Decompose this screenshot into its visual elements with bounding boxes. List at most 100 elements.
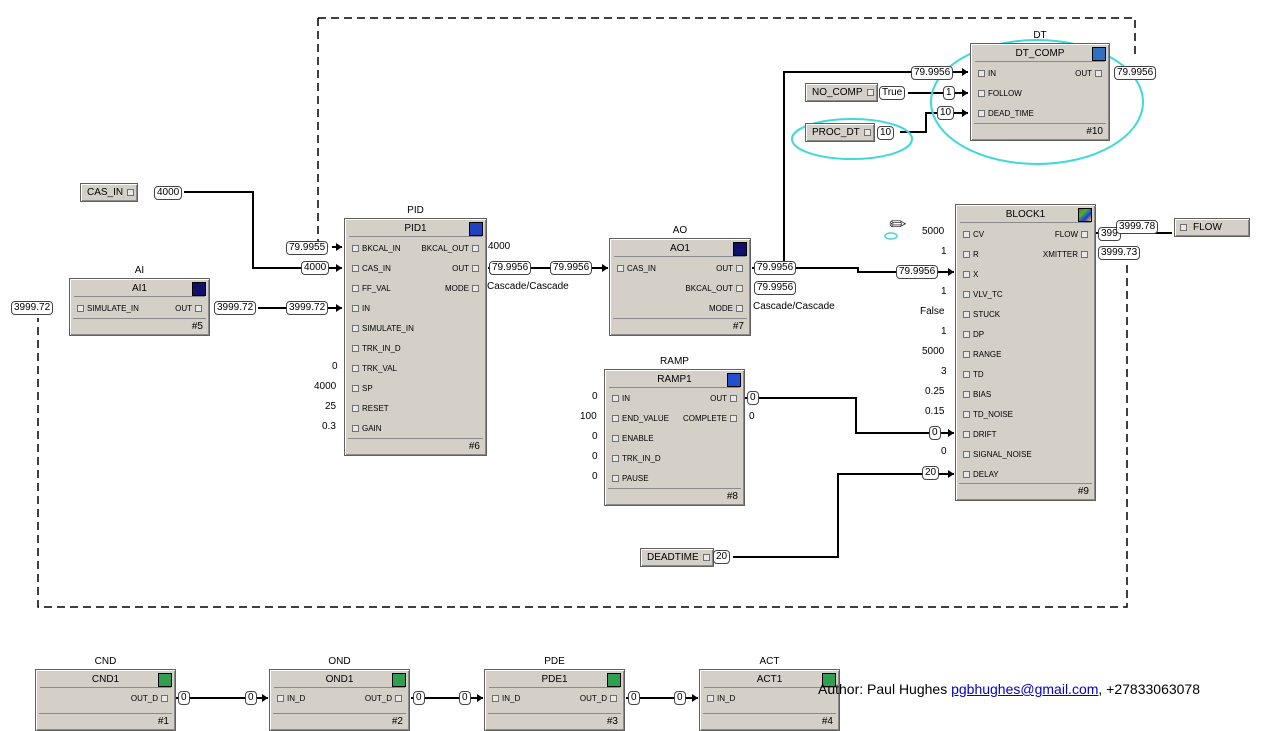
pin-dp[interactable]: DP: [960, 330, 984, 340]
pin-enable[interactable]: ENABLE: [609, 434, 654, 444]
pin-trk-in-d[interactable]: TRK_IN_D: [349, 344, 401, 354]
value-pid-in[interactable]: 3999.72: [286, 301, 329, 315]
block-block1[interactable]: BLOCK1 CV R X VLV_TC STUCK DP RANGE TD B…: [955, 204, 1096, 501]
pin-complete[interactable]: COMPLETE: [683, 414, 740, 424]
pin-stuck[interactable]: STUCK: [960, 310, 1000, 320]
value-pid-cas-in[interactable]: 4000: [301, 261, 330, 275]
block-ramp1[interactable]: RAMP RAMP1 IN END_VALUE ENABLE TRK_IN_D …: [604, 356, 745, 506]
block-title: AO1: [614, 242, 746, 257]
pin-range[interactable]: RANGE: [960, 350, 1001, 360]
pin-reset[interactable]: RESET: [349, 404, 389, 414]
pin-x[interactable]: X: [960, 270, 978, 280]
pin-in[interactable]: IN: [975, 69, 996, 79]
value-dt-in[interactable]: 79.9956: [911, 66, 954, 80]
block-pde1[interactable]: PDE PDE1 IN_D OUT_D #3: [484, 656, 625, 731]
pin-in[interactable]: IN: [609, 394, 630, 404]
pin-cas-in[interactable]: CAS_IN: [614, 264, 656, 274]
pin-out[interactable]: OUT: [1075, 69, 1105, 79]
value-ai-sim-in[interactable]: 3999.72: [11, 301, 54, 315]
value-no-comp[interactable]: True: [879, 86, 906, 100]
pin-pause[interactable]: PAUSE: [609, 474, 649, 484]
pin-flow[interactable]: FLOW: [1055, 230, 1091, 240]
author-email-link[interactable]: pgbhughes@gmail.com: [951, 681, 1099, 697]
value-ramp-out[interactable]: 0: [747, 391, 759, 405]
pin-bkcal-in[interactable]: BKCAL_IN: [349, 244, 401, 254]
ref-flow[interactable]: FLOW: [1174, 218, 1250, 237]
pin-mode[interactable]: MODE: [709, 304, 746, 314]
value-dt-dead-time[interactable]: 10: [937, 106, 955, 120]
value-block1-xmitter[interactable]: 3999.73: [1098, 246, 1141, 260]
value-pde-in[interactable]: 0: [459, 691, 471, 705]
value-block1-drift[interactable]: 0: [929, 426, 941, 440]
pin-td[interactable]: TD: [960, 370, 984, 380]
pin-trk-val[interactable]: TRK_VAL: [349, 364, 397, 374]
block-act1[interactable]: ACT ACT1 IN_D #4: [699, 656, 840, 731]
ref-proc-dt[interactable]: PROC_DT: [805, 123, 875, 142]
pin-out[interactable]: OUT: [716, 264, 746, 274]
block-ai1[interactable]: AI AI1 SIMULATE_IN OUT #5: [69, 265, 210, 336]
value-ond-in[interactable]: 0: [245, 691, 257, 705]
pin-in-d[interactable]: IN_D: [489, 694, 520, 704]
value-proc-dt[interactable]: 10: [877, 126, 895, 140]
ref-cas-in[interactable]: CAS_IN: [80, 183, 139, 202]
value-cnd-out[interactable]: 0: [178, 691, 190, 705]
pin-bkcal-out[interactable]: BKCAL_OUT: [421, 244, 482, 254]
pin-follow[interactable]: FOLLOW: [975, 89, 1022, 99]
pin-trk-in-d[interactable]: TRK_IN_D: [609, 454, 661, 464]
pin-end-value[interactable]: END_VALUE: [609, 414, 669, 424]
value-block1-flow-hidden[interactable]: 399: [1098, 227, 1121, 241]
value-pde-out[interactable]: 0: [628, 691, 640, 705]
pin-mode[interactable]: MODE: [445, 284, 482, 294]
value-ao-cas-in[interactable]: 79.9956: [550, 261, 593, 275]
value-deadtime[interactable]: 20: [713, 550, 731, 564]
value-dt-follow[interactable]: 1: [943, 86, 955, 100]
pin-gain[interactable]: GAIN: [349, 424, 382, 434]
pin-drift[interactable]: DRIFT: [960, 430, 997, 440]
block-cnd1[interactable]: CND CND1 OUT_D #1: [35, 656, 176, 731]
value-ai-out[interactable]: 3999.72: [214, 301, 257, 315]
pin-delay[interactable]: DELAY: [960, 470, 999, 480]
value-block1-delay[interactable]: 20: [922, 466, 940, 480]
value-cas-in[interactable]: 4000: [154, 186, 183, 200]
pin-out[interactable]: OUT: [710, 394, 740, 404]
pin-out[interactable]: OUT: [452, 264, 482, 274]
value-pid-bkcal-in[interactable]: 79.9955: [286, 241, 329, 255]
pin-vlv-tc[interactable]: VLV_TC: [960, 290, 1003, 300]
pin-cas-in[interactable]: CAS_IN: [349, 264, 391, 274]
pin-out-d[interactable]: OUT_D: [580, 694, 620, 704]
block-ao1[interactable]: AO AO1 CAS_IN OUT BKCAL_OUT MODE #7: [609, 225, 751, 336]
pin-bkcal-out[interactable]: BKCAL_OUT: [685, 284, 746, 294]
pin-simulate-in[interactable]: SIMULATE_IN: [74, 304, 139, 314]
block-type-label: CND: [94, 656, 117, 667]
pin-sp[interactable]: SP: [349, 384, 373, 394]
value-ao-bkcal-out[interactable]: 79.9956: [754, 281, 797, 295]
block-pid1[interactable]: PID PID1 BKCAL_IN CAS_IN FF_VAL IN SIMUL…: [344, 205, 487, 456]
ref-deadtime[interactable]: DEADTIME: [640, 548, 714, 567]
pin-signal-noise[interactable]: SIGNAL_NOISE: [960, 450, 1032, 460]
block-ond1[interactable]: OND OND1 IN_D OUT_D #2: [269, 656, 410, 731]
value-ond-out[interactable]: 0: [413, 691, 425, 705]
pin-cv[interactable]: CV: [960, 230, 984, 240]
pin-bias[interactable]: BIAS: [960, 390, 991, 400]
pin-dead-time[interactable]: DEAD_TIME: [975, 109, 1034, 119]
ref-no-comp[interactable]: NO_COMP: [805, 83, 878, 102]
pin-out-d[interactable]: OUT_D: [365, 694, 405, 704]
value-dt-out[interactable]: 79.9956: [1114, 66, 1157, 80]
pin-in-d[interactable]: IN_D: [274, 694, 305, 704]
pin-out-d[interactable]: OUT_D: [131, 694, 171, 704]
value-act-in[interactable]: 0: [674, 691, 686, 705]
pin-xmitter[interactable]: XMITTER: [1043, 250, 1091, 260]
value-block1-x[interactable]: 79.9956: [896, 265, 939, 279]
pin-ff-val[interactable]: FF_VAL: [349, 284, 391, 294]
pin-r[interactable]: R: [960, 250, 979, 260]
pin-simulate-in[interactable]: SIMULATE_IN: [349, 324, 414, 334]
value-pid-out[interactable]: 79.9956: [489, 261, 532, 275]
pin-in-d[interactable]: IN_D: [704, 694, 735, 704]
value-ao-out[interactable]: 79.9956: [754, 261, 797, 275]
value-block1-flow[interactable]: 3999.78: [1116, 220, 1159, 234]
pin-out[interactable]: OUT: [175, 304, 205, 314]
block-dt-comp[interactable]: DT DT_COMP IN FOLLOW DEAD_TIME OUT #10: [970, 30, 1110, 141]
pin-in[interactable]: IN: [349, 304, 370, 314]
pin-td-noise[interactable]: TD_NOISE: [960, 410, 1013, 420]
label-ramp-pause: 0: [592, 471, 598, 482]
